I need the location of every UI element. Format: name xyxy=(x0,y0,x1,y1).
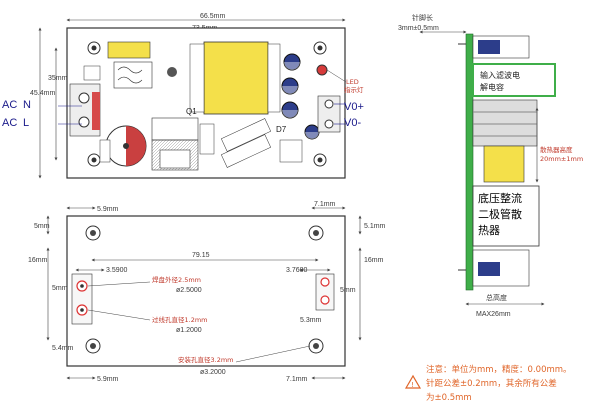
pad-dia-label: 焊盘外径2.5mm xyxy=(152,275,201,284)
top-view: 66.5mm 73.5mm 45.4mm 35mm xyxy=(2,13,364,179)
note-block: ! 注意：单位为mm，精度：0.00mm。 针距公差±0.2mm，其余所有公差 … xyxy=(404,364,572,403)
output-pads xyxy=(315,273,335,311)
terminal-vo-plus: V0+ xyxy=(344,101,364,113)
note-line-1: 注意：单位为mm，精度：0.00mm。 xyxy=(426,364,572,375)
dim-right-edge: 5.1mm xyxy=(364,223,386,230)
rectifier-text-3: 热器 xyxy=(478,224,500,237)
led-label: LED xyxy=(346,78,359,86)
dim-top-right: 7.1mm xyxy=(314,201,336,208)
d7-label: D7 xyxy=(276,125,287,134)
terminal-vo-minus: V0- xyxy=(344,117,361,129)
hole-dia-value: ø1.2000 xyxy=(176,327,202,334)
side-view: 针脚长 3mm±0.5mm 输入滤波电 解电容 散热器高度 20mm±1mm 底… xyxy=(398,13,583,318)
dim-top-left: 5.9mm xyxy=(97,206,119,213)
total-height-label: 总高度 xyxy=(486,293,507,302)
rectifier-text-2: 二极管散 xyxy=(478,207,522,221)
q1-label: Q1 xyxy=(186,107,197,116)
cap-label-1: 输入滤波电 xyxy=(480,70,520,80)
output-capacitor xyxy=(281,77,299,95)
output-terminal xyxy=(317,95,341,133)
output-capacitor xyxy=(281,101,299,119)
input-cap-side xyxy=(472,63,556,97)
dim-bottom-right: 7.1mm xyxy=(286,376,308,383)
dim-left-5mm: 5mm xyxy=(52,285,68,292)
mount-hole xyxy=(308,338,324,354)
pad-dia-value: ø2.5000 xyxy=(176,287,202,294)
warning-icon xyxy=(404,374,422,389)
heatsink-height-value: 20mm±1mm xyxy=(540,155,583,163)
dim-height-overall: 45.4mm xyxy=(30,90,55,97)
dim-right-height: 16mm xyxy=(364,257,384,264)
mount-dia-label: 安装孔直径3.2mm xyxy=(178,355,234,364)
terminal-ac-1: AC xyxy=(2,99,17,111)
dim-53: 5.3mm xyxy=(300,317,322,324)
terminal-l: L xyxy=(23,117,29,129)
mount-hole xyxy=(313,153,327,167)
mount-hole xyxy=(85,225,101,241)
total-height-value: MAX26mm xyxy=(476,311,511,318)
heatsink-side xyxy=(472,99,538,147)
dim-left-edge: 5mm xyxy=(34,223,50,230)
fuse-block xyxy=(107,41,151,59)
terminal-ac-2: AC xyxy=(2,117,17,129)
mount-hole xyxy=(85,338,101,354)
rectifier-heatsink xyxy=(472,185,540,247)
svg-text:!: ! xyxy=(411,381,414,389)
output-capacitor xyxy=(283,53,301,71)
bottom-view: 5.9mm 7.1mm 5mm 5.1mm 79.15 3.5900 3.760… xyxy=(28,201,386,383)
dim-right-inner: 3.7600 xyxy=(286,267,308,274)
dim-bottom-left: 5.9mm xyxy=(97,376,119,383)
mount-hole xyxy=(308,225,324,241)
thermistor xyxy=(167,67,177,77)
q1-heatsink xyxy=(151,117,199,141)
transformer xyxy=(203,41,269,115)
output-capacitor xyxy=(304,124,320,140)
pin-length-label: 针脚长 xyxy=(412,13,433,22)
mount-hole xyxy=(87,41,101,55)
note-line-2: 针距公差±0.2mm，其余所有公差 xyxy=(426,378,557,389)
hole-dia-label: 过线孔直径1.2mm xyxy=(152,315,208,324)
dim-width-overall: 66.5mm xyxy=(200,13,225,20)
cap-label-2: 解电容 xyxy=(480,82,504,92)
choke xyxy=(113,61,153,89)
input-capacitor xyxy=(105,125,147,167)
dim-54: 5.4mm xyxy=(52,345,74,352)
transformer-side xyxy=(483,145,525,183)
led-sublabel: 指示灯 xyxy=(344,85,364,94)
mount-dia-value: ø3.2000 xyxy=(200,369,226,376)
mount-hole xyxy=(313,41,327,55)
dim-center: 79.15 xyxy=(192,252,210,259)
heatsink-height-label: 散热器高度 xyxy=(540,145,573,154)
dim-right-5mm: 5mm xyxy=(340,287,356,294)
dim-left-inner: 3.5900 xyxy=(106,267,128,274)
note-line-3: 为±0.5mm xyxy=(426,392,472,403)
dim-height-holes: 35mm xyxy=(48,75,68,82)
pcb-edge xyxy=(465,33,474,291)
pcb-outline-bottom xyxy=(66,215,346,367)
pin-length-value: 3mm±0.5mm xyxy=(398,25,439,32)
terminal-n: N xyxy=(23,99,31,111)
rectifier-text-1: 底压整流 xyxy=(478,191,522,205)
led-indicator xyxy=(316,64,328,76)
dim-left-height: 16mm xyxy=(28,257,48,264)
